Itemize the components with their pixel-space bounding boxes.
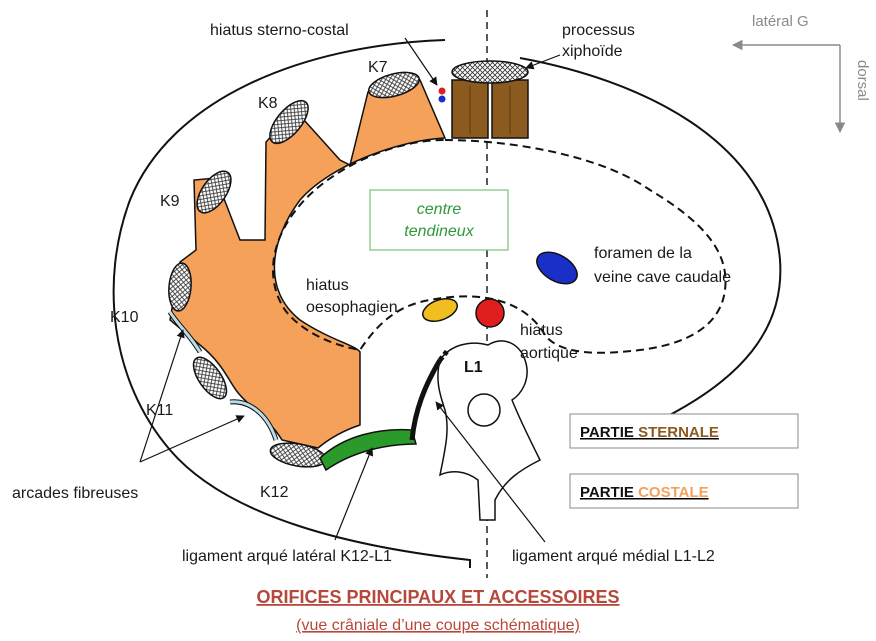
lateral-label: latéral G: [752, 13, 809, 30]
label-k8: K8: [258, 95, 278, 112]
label-foramen-2: veine cave caudale: [594, 269, 731, 286]
rib-k10: [168, 262, 192, 312]
leader-lig-lateral: [334, 447, 374, 541]
title: ORIFICES PRINCIPAUX ET ACCESSOIRES: [256, 587, 619, 607]
label-hiatus-aort-2: aortique: [520, 345, 578, 362]
costal-part: [169, 79, 447, 449]
rib-k9: [196, 170, 232, 214]
sterno-costal-artery-dot: [438, 87, 446, 95]
sterno-costal-vein-dot: [438, 95, 446, 103]
label-arcades: arcades fibreuses: [12, 485, 138, 502]
legend-sternal-box: [569, 413, 799, 449]
rib-k7: [367, 71, 421, 99]
legend-costal-word: COSTALE: [638, 484, 709, 501]
label-k7: K7: [368, 59, 388, 76]
label-hiatus-aort-1: hiatus: [520, 322, 563, 339]
leader-xiphoid: [525, 54, 561, 70]
leader-arcade-2: [139, 415, 245, 463]
aortic-hiatus: [475, 298, 505, 328]
medial-arcuate-ligament: [409, 358, 443, 441]
label-l1: L1: [464, 359, 483, 376]
rib-k11: [192, 356, 228, 400]
label-xiphoide: xiphoïde: [562, 43, 623, 60]
leader-sterno-costal: [404, 37, 438, 86]
subtitle: (vue crâniale d’une coupe schématique): [296, 617, 580, 634]
label-hiatus-sterno-costal: hiatus sterno-costal: [210, 22, 349, 39]
label-hiatus-oeso-2: oesophagien: [306, 299, 398, 316]
label-k12: K12: [260, 484, 289, 501]
leader-arcade-1: [139, 329, 185, 463]
label-lig-lateral: ligament arqué latéral K12-L1: [182, 548, 392, 565]
label-k11: K11: [146, 402, 173, 419]
label-k9: K9: [160, 193, 180, 210]
legend-costal-box: [569, 473, 799, 509]
label-processus: processus: [562, 22, 635, 39]
leader-lig-medial: [435, 401, 546, 543]
legend-sternal-prefix: PARTIE: [580, 424, 638, 441]
label-foramen-1: foramen de la: [594, 245, 692, 262]
body-wall-outline-right: [519, 57, 782, 421]
centre-label-2: tendineux: [404, 223, 474, 240]
body-wall-outline: [112, 39, 471, 568]
legend-costal: PARTIE COSTALE: [580, 484, 709, 501]
label-lig-medial: ligament arqué médial L1-L2: [512, 548, 715, 565]
vertebra-l1: [437, 340, 542, 521]
rib-k8: [269, 99, 309, 145]
legend-costal-prefix: PARTIE: [580, 484, 638, 501]
oesophageal-hiatus: [421, 298, 459, 322]
label-k10: K10: [110, 309, 139, 326]
vertebral-canal: [467, 393, 501, 427]
label-hiatus-oeso-1: hiatus: [306, 277, 349, 294]
legend-sternal: PARTIE STERNALE: [580, 424, 719, 441]
tendinous-centre-outline: [272, 138, 727, 354]
xiphoid-process: [451, 60, 529, 84]
dorsal-label: dorsal: [854, 60, 871, 101]
vena-cava-foramen: [536, 251, 578, 285]
centre-tendineux-box: [369, 189, 509, 251]
centre-label-1: centre: [417, 201, 462, 218]
legend-sternal-word: STERNALE: [638, 424, 719, 441]
